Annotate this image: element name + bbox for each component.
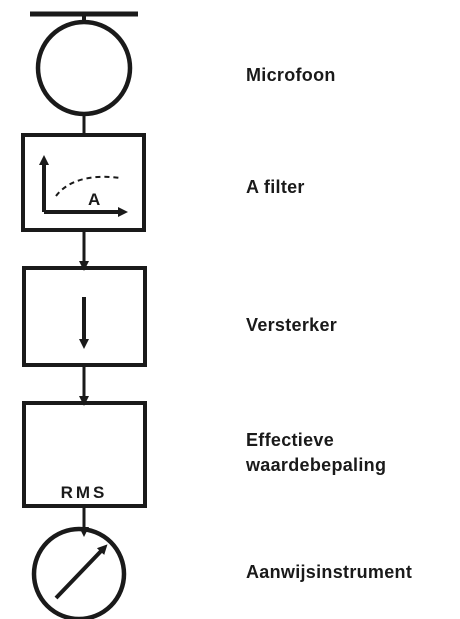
meter-block	[31, 526, 127, 619]
stage-label-amplifier: Versterker	[246, 315, 337, 335]
a-filter-block: A	[21, 133, 146, 232]
filter-curve-letter: A	[88, 190, 100, 209]
stage-label-meter: Aanwijsinstrument	[246, 562, 412, 582]
rms-text: RMS	[61, 483, 108, 502]
microphone-icon	[35, 19, 133, 117]
meter-icon	[31, 526, 127, 619]
microphone-block	[30, 11, 138, 117]
stage-label-rms-line2: waardebepaling	[245, 455, 386, 475]
stage-label-a-filter: A filter	[246, 177, 305, 197]
meter-needle-arrow	[54, 544, 108, 600]
stage-label-rms-line1: Effectieve	[246, 430, 334, 450]
filter-response-curve	[55, 175, 121, 197]
a-filter-box	[21, 133, 146, 232]
stage-label-microphone: Microfoon	[246, 65, 336, 85]
amplifier-block	[22, 266, 147, 367]
rms-block: RMS	[22, 401, 147, 508]
